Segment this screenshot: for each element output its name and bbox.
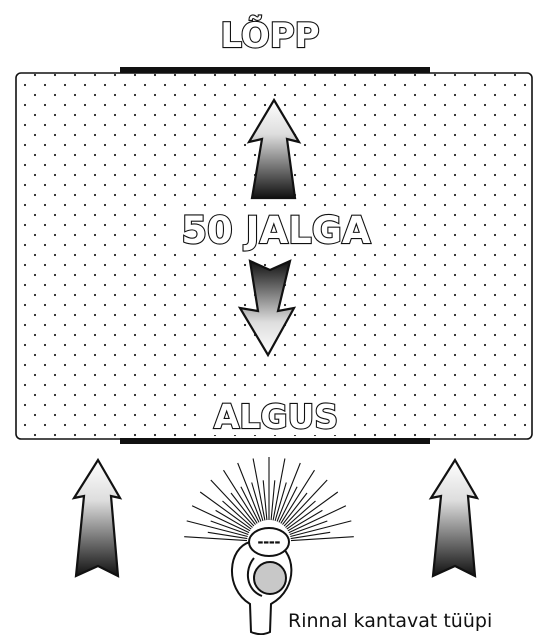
signal-ray bbox=[224, 470, 258, 523]
signal-ray bbox=[289, 506, 346, 533]
device-logo: ▬▬▬▬ bbox=[258, 539, 281, 546]
signal-ray bbox=[287, 492, 338, 529]
distance-label: 50 JALGA bbox=[181, 209, 371, 252]
signal-ray bbox=[192, 506, 249, 533]
device-caption: Rinnal kantavat tüüpi bbox=[288, 610, 492, 632]
signal-ray bbox=[281, 470, 315, 523]
up-arrow-icon bbox=[431, 460, 477, 576]
start-label: ALGUS bbox=[214, 397, 338, 436]
finish-line bbox=[120, 67, 430, 73]
up-arrow-icon bbox=[74, 460, 120, 576]
finish-label: LÕPP bbox=[220, 15, 319, 56]
start-line bbox=[120, 438, 430, 444]
signal-ray bbox=[253, 459, 265, 521]
signal-ray bbox=[273, 459, 285, 521]
signal-ray bbox=[200, 492, 251, 529]
